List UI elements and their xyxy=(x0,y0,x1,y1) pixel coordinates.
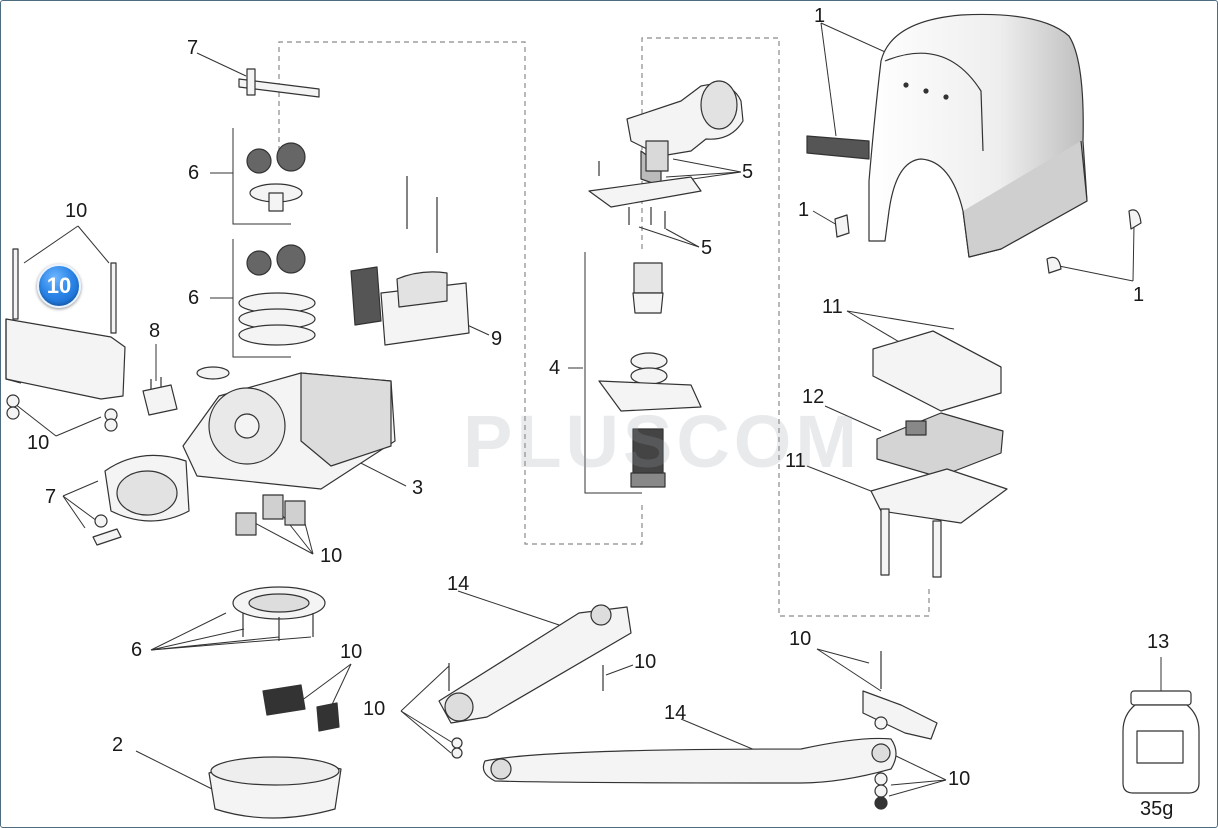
gears-upper xyxy=(246,142,306,212)
label-base-bottom: 2 xyxy=(112,734,124,756)
cover-panel xyxy=(872,330,1002,412)
label-grease-jar: 13 xyxy=(1147,631,1170,653)
board-support xyxy=(870,468,1008,578)
base-bottom xyxy=(208,756,342,819)
label-bracket-bolt: 10 xyxy=(789,628,812,650)
mounting-plate xyxy=(5,248,126,432)
arm-bracket xyxy=(862,651,938,810)
grease-jar xyxy=(1122,690,1200,794)
label-motor-screws-lower: 5 xyxy=(701,237,713,259)
label-motor-screws-upper: 5 xyxy=(742,161,754,183)
cover-part xyxy=(806,13,1142,274)
label-arm-curved: 14 xyxy=(664,702,687,724)
leader-lines xyxy=(14,22,1162,797)
motor-assembly xyxy=(588,80,744,229)
label-base-screws: 6 xyxy=(131,639,143,661)
label-cover-top: 1 xyxy=(814,5,826,27)
label-cover-screw-left: 1 xyxy=(798,199,810,221)
label-cable-glands: 10 xyxy=(320,545,343,567)
label-terminal: 8 xyxy=(149,320,161,342)
cable-glands xyxy=(235,494,306,536)
gears-lower xyxy=(238,244,316,346)
label-board-cover: 11 xyxy=(822,296,843,318)
label-release-key: 7 xyxy=(45,486,57,508)
label-motor-group: 4 xyxy=(549,357,561,379)
clamp-parts xyxy=(262,684,340,732)
label-bracket-nuts: 10 xyxy=(948,768,971,790)
release-key xyxy=(92,454,190,546)
motor-shaft-parts xyxy=(598,262,702,488)
selected-part-badge[interactable]: 10 xyxy=(37,264,81,308)
label-transformer: 9 xyxy=(491,328,503,350)
label-board-support: 11 xyxy=(785,450,806,472)
label-gears-upper: 6 xyxy=(188,162,200,184)
label-housing: 3 xyxy=(412,477,424,499)
gear-housing xyxy=(182,366,396,490)
label-shaft-top: 7 xyxy=(187,37,199,59)
transformer xyxy=(350,176,470,346)
jar-weight-label: 35g xyxy=(1140,798,1174,820)
curved-arm xyxy=(482,737,897,784)
shaft-top xyxy=(238,68,320,98)
dashed-group-boxes xyxy=(278,37,930,617)
label-clamp-parts: 10 xyxy=(340,641,363,663)
label-control-board: 12 xyxy=(802,386,825,408)
label-arm-straight: 14 xyxy=(447,573,470,595)
base-ring xyxy=(232,586,326,641)
label-plate-nuts: 10 xyxy=(27,432,50,454)
watermark-text: PLUSCOM xyxy=(463,400,861,483)
control-board xyxy=(876,412,1004,478)
label-arm-bolt-mid: 10 xyxy=(634,651,657,673)
label-plate-bolts: 10 xyxy=(65,200,88,222)
label-arm-bolt-left: 10 xyxy=(363,698,386,720)
label-gears-lower: 6 xyxy=(188,287,200,309)
straight-arm xyxy=(438,604,632,759)
label-cover-screw-right: 1 xyxy=(1133,284,1145,306)
terminal-block xyxy=(142,377,178,416)
